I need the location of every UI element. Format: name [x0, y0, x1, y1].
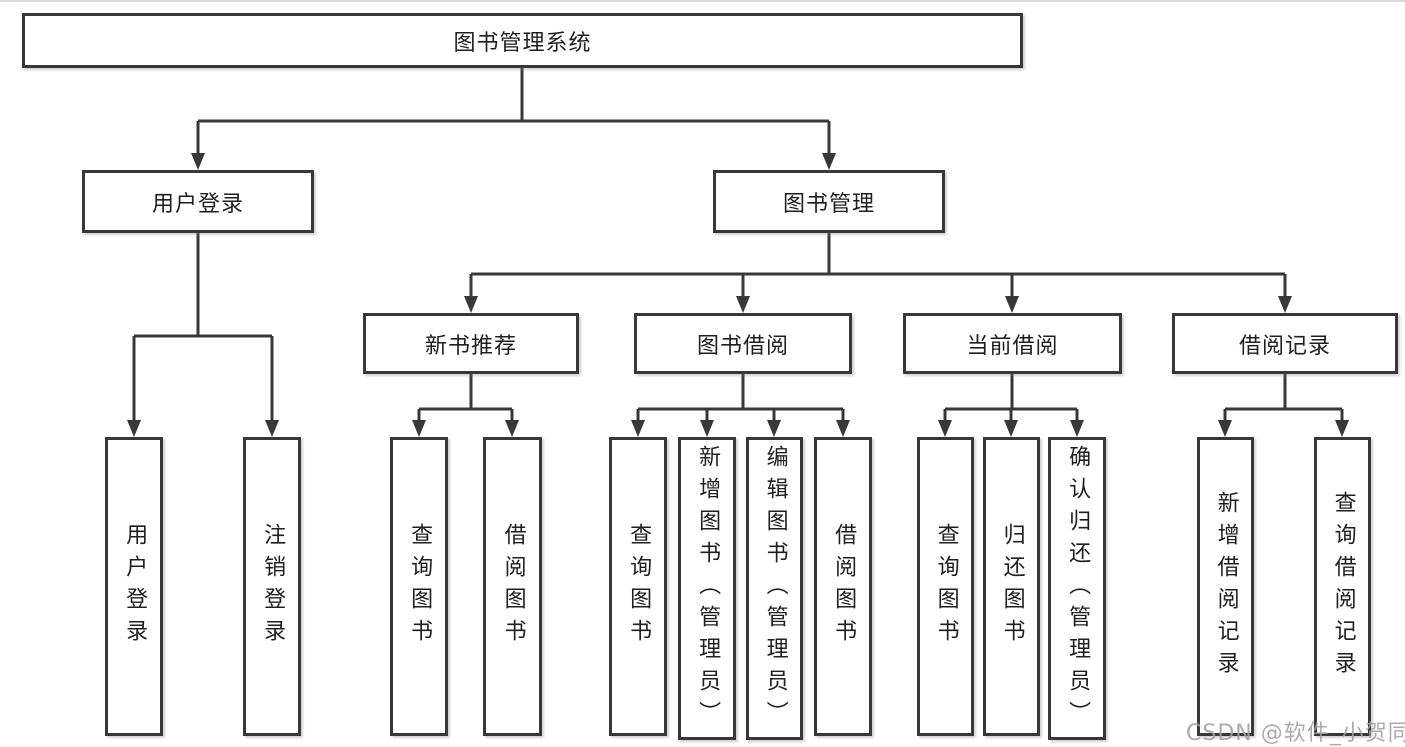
leaf-add-borrow-record-label: 新增借阅记录 [1213, 490, 1239, 683]
node-current-borrow: 当前借阅 [903, 313, 1122, 374]
leaf-query-borrow-record: 查询借阅记录 [1314, 437, 1371, 736]
leaf-query-book-under-new-book: 查询图书 [390, 437, 448, 736]
leaf-query-book-label: 查询图书 [933, 522, 959, 651]
leaf-query-book-under-current-borrow: 查询图书 [917, 437, 974, 736]
leaf-logout-label: 注销登录 [260, 522, 286, 651]
leaf-edit-book-admin-label: 编辑图书（管理员） [762, 444, 788, 733]
node-book-management: 图书管理 [713, 170, 945, 233]
leaf-query-book-label: 查询图书 [626, 522, 652, 651]
leaf-borrow-book-label: 借阅图书 [500, 522, 526, 651]
leaf-return-book: 归还图书 [983, 437, 1040, 736]
leaf-query-book-under-book-borrow: 查询图书 [609, 437, 667, 736]
leaf-borrow-book-under-book-borrow: 借阅图书 [814, 437, 872, 736]
leaf-confirm-return-admin-label: 确认归还（管理员） [1065, 444, 1091, 733]
leaf-confirm-return-admin: 确认归还（管理员） [1048, 437, 1106, 740]
node-user-login-label: 用户登录 [151, 191, 244, 217]
node-new-book-recommend-label: 新书推荐 [424, 333, 517, 359]
leaf-return-book-label: 归还图书 [999, 522, 1025, 651]
leaf-user-login: 用户登录 [105, 437, 163, 736]
leaf-user-login-label: 用户登录 [122, 522, 148, 651]
node-book-borrow-label: 图书借阅 [696, 333, 789, 359]
node-borrow-record: 借阅记录 [1172, 313, 1398, 374]
leaf-logout: 注销登录 [243, 437, 301, 736]
node-new-book-recommend: 新书推荐 [363, 313, 579, 374]
node-root-label: 图书管理系统 [453, 30, 592, 56]
node-borrow-record-label: 借阅记录 [1238, 333, 1331, 359]
node-book-management-label: 图书管理 [782, 191, 875, 217]
node-current-borrow-label: 当前借阅 [966, 333, 1059, 359]
leaf-borrow-book-label: 借阅图书 [831, 522, 857, 651]
csdn-watermark: CSDN @软件_小贺同学 [1186, 721, 1405, 746]
leaf-add-borrow-record: 新增借阅记录 [1197, 437, 1254, 736]
leaf-query-book-label: 查询图书 [407, 522, 433, 651]
leaf-query-borrow-record-label: 查询借阅记录 [1330, 490, 1356, 683]
leaf-edit-book-admin: 编辑图书（管理员） [746, 437, 803, 740]
leaf-add-book-admin-label: 新增图书（管理员） [695, 444, 721, 733]
node-book-borrow: 图书借阅 [634, 313, 852, 374]
leaf-borrow-book-under-new-book: 借阅图书 [483, 437, 542, 736]
node-root: 图书管理系统 [22, 13, 1023, 68]
top-hairline [0, 0, 1405, 2]
leaf-add-book-admin: 新增图书（管理员） [678, 437, 736, 740]
node-user-login: 用户登录 [82, 170, 314, 233]
